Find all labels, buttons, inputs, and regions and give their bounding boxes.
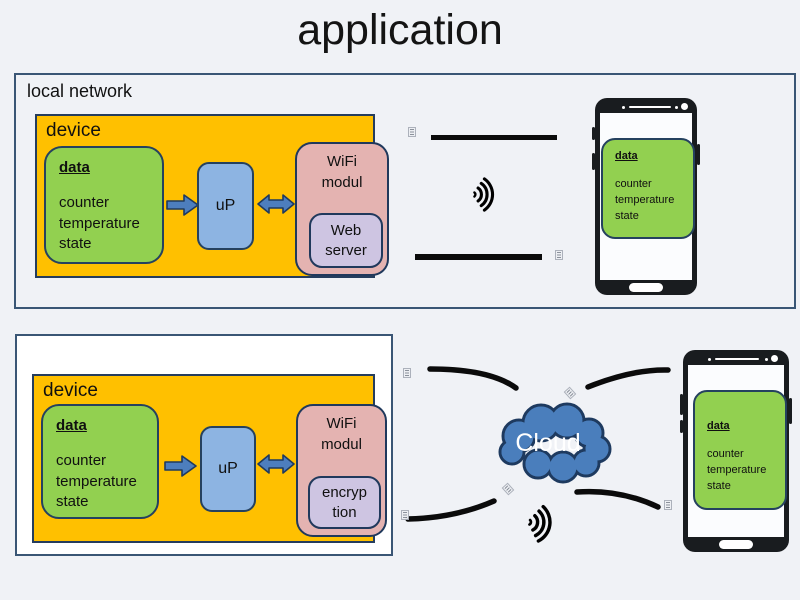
phone-sensor-dot xyxy=(765,358,768,361)
data-box: data counter temperature state xyxy=(44,146,164,264)
data-items: counter temperature state xyxy=(615,178,675,222)
cloud-icon xyxy=(498,402,612,484)
local-network-label: local network xyxy=(27,81,133,101)
web-server-label: Web server xyxy=(325,222,367,259)
wifi-module-box: WiFi modul encryp tion xyxy=(296,404,387,537)
bidirectional-arrow-icon xyxy=(257,194,295,214)
attachment-marker-icon xyxy=(401,510,409,520)
processor-label: uP xyxy=(218,460,238,477)
wifi-module-box: WiFi modul Web server xyxy=(295,142,389,276)
phone-data-box: data counter temperature state xyxy=(601,138,695,239)
processor-label: uP xyxy=(215,197,236,214)
connection-line xyxy=(431,135,557,140)
bidirectional-arrow-icon xyxy=(257,454,295,474)
data-items: counter temperature state xyxy=(707,448,767,492)
connection-arc xyxy=(427,366,519,391)
smartphone: data counter temperature state xyxy=(680,350,792,552)
phone-sensor-dot xyxy=(622,106,625,109)
smartphone: data counter temperature state xyxy=(592,98,700,295)
phone-side-button xyxy=(697,144,700,165)
phone-camera xyxy=(771,355,778,362)
wifi-signal-icon xyxy=(473,177,495,212)
cloud-connection-arcs xyxy=(405,366,671,522)
phone-home-button xyxy=(719,540,753,549)
cloud-shape: Cloud xyxy=(491,396,615,490)
phone-side-button xyxy=(680,394,683,415)
attachment-marker-icon xyxy=(555,250,563,260)
phone-sensor-dot xyxy=(675,106,678,109)
connection-arc xyxy=(585,367,671,390)
device-box: device data counter temperature state uP… xyxy=(32,374,387,543)
phone-side-button xyxy=(789,398,792,424)
data-items: counter temperature state xyxy=(56,452,137,511)
phone-side-button xyxy=(680,420,683,433)
wifi-signal-icon xyxy=(528,504,552,543)
local-network-group: local network device data counter temper… xyxy=(14,73,796,309)
phone-data-box: data counter temperature state xyxy=(693,390,787,510)
processor-box: uP xyxy=(200,426,256,512)
page-title: application xyxy=(297,6,503,54)
data-title: data xyxy=(615,150,638,162)
device-box: device data counter temperature state uP… xyxy=(35,114,389,278)
connection-arc xyxy=(574,488,661,510)
data-items: counter temperature state xyxy=(59,194,140,253)
wifi-module-label: WiFi modul xyxy=(321,153,363,191)
internet-device-group: device data counter temperature state uP… xyxy=(15,334,393,556)
phone-sensor-dot xyxy=(708,358,711,361)
wifi-module-label: WiFi modul xyxy=(321,415,362,453)
cloud-label: Cloud xyxy=(515,429,581,457)
connection-line xyxy=(415,254,542,260)
flow-arrow-icon xyxy=(164,455,197,477)
device-label: device xyxy=(46,120,101,141)
phone-speaker xyxy=(715,358,759,360)
data-box: data counter temperature state xyxy=(41,404,159,519)
data-title: data xyxy=(56,417,87,434)
data-title: data xyxy=(59,159,90,176)
phone-side-button xyxy=(592,153,595,170)
device-label: device xyxy=(43,380,98,401)
web-server-box: Web server xyxy=(309,213,383,268)
flow-arrow-icon xyxy=(166,194,199,216)
processor-box: uP xyxy=(197,162,254,250)
phone-speaker xyxy=(629,106,671,108)
connection-arc xyxy=(405,498,497,522)
phone-camera xyxy=(681,103,688,110)
attachment-marker-icon xyxy=(664,500,672,510)
encryption-box: encryp tion xyxy=(308,476,381,529)
attachment-marker-icon xyxy=(403,368,411,378)
phone-home-button xyxy=(629,283,663,292)
phone-side-button xyxy=(592,127,595,140)
attachment-marker-icon xyxy=(408,127,416,137)
data-title: data xyxy=(707,420,730,432)
encryption-label: encryp tion xyxy=(321,484,368,521)
